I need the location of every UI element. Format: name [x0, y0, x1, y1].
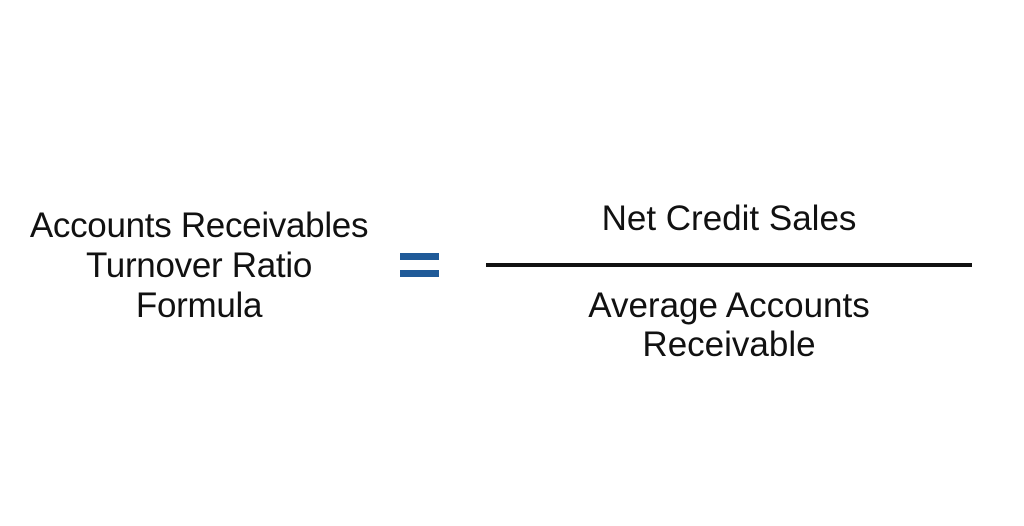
formula-name-line-3: Formula — [135, 286, 263, 325]
formula-name-line-2: Turnover Ratio — [86, 246, 312, 285]
equals-sign-top-bar — [400, 253, 439, 260]
numerator: Net Credit Sales — [601, 199, 857, 238]
formula-name-line-1: Accounts Receivables — [29, 206, 369, 245]
denominator: Average Accounts Receivable — [486, 286, 972, 364]
equals-sign-bottom-bar — [400, 270, 439, 277]
fraction-bar — [486, 263, 972, 267]
equals-sign — [400, 253, 439, 277]
denominator-line-1: Average Accounts — [588, 286, 870, 325]
formula-name: Accounts Receivables Turnover Ratio Form… — [0, 206, 398, 326]
denominator-line-2: Receivable — [642, 325, 816, 364]
